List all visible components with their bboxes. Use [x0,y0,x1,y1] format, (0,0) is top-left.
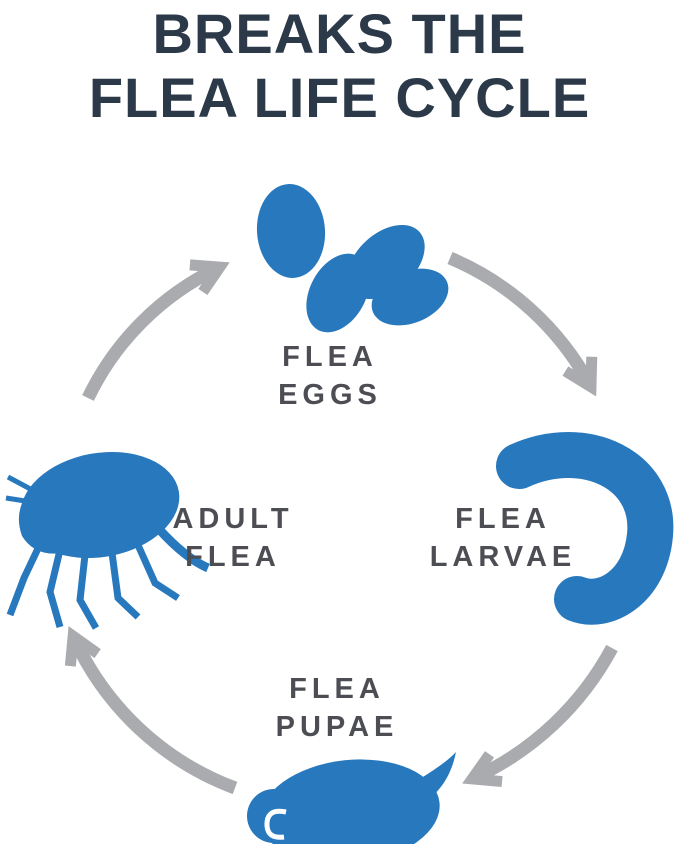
flea-pupae-label-line1: FLEA [289,673,385,705]
flea-pupae-label: FLEA PUPAE [276,670,399,746]
flea-eggs-label-line2: EGGS [278,379,382,411]
adult-flea-label-line2: FLEA [185,541,281,573]
flea-larvae-label-line2: LARVAE [429,541,577,573]
flea-larvae-icon [496,432,674,625]
title-line-2: FLEA LIFE CYCLE [88,66,591,129]
adult-flea-label-line1: ADULT [172,503,294,535]
flea-eggs-icon [256,184,449,333]
arrow-larvae-to-pupae [462,644,618,788]
flea-eggs-label: FLEA EGGS [278,338,382,414]
arrow-eggs-to-larvae [447,252,598,397]
flea-pupae-label-line2: PUPAE [275,711,399,743]
adult-flea-label: ADULT FLEA [172,500,293,576]
flea-larvae-label: FLEA LARVAE [430,500,577,576]
cycle-arrows [64,252,618,795]
flea-pupae-icon [247,752,456,844]
arrow-pupae-to-adult [64,626,238,795]
arrow-adult-to-eggs [82,259,230,401]
flea-larvae-label-line1: FLEA [455,503,551,535]
adult-flea-icon [5,451,210,630]
title-line-1: BREAKS THE [152,2,527,65]
flea-eggs-label-line1: FLEA [282,341,378,373]
